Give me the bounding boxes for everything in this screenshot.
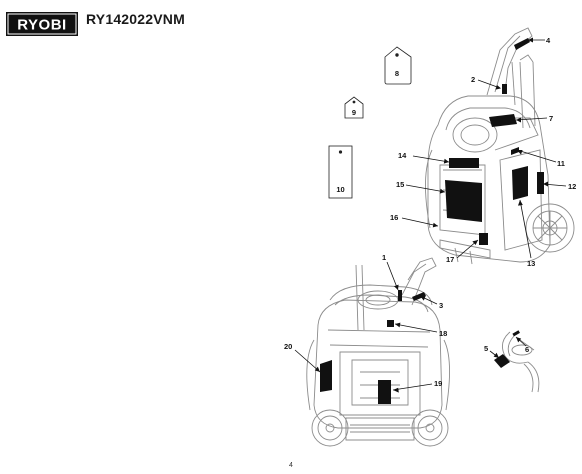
pressure-washer-upper (425, 27, 575, 265)
page-number: 4 (289, 462, 293, 469)
callout-1: 1 (382, 253, 386, 262)
label-patches-upper (445, 38, 544, 245)
callout-13: 13 (527, 259, 535, 268)
callout-20: 20 (284, 342, 292, 351)
callout-5: 5 (484, 344, 488, 353)
leader-lines (294, 39, 567, 391)
callout-14: 14 (398, 151, 407, 160)
callout-2: 2 (471, 75, 475, 84)
callout-15: 15 (396, 180, 404, 189)
callout-17: 17 (446, 255, 454, 264)
logo-text: RYOBI (17, 17, 66, 34)
arrowheads (314, 37, 548, 393)
callout-10: 10 (336, 185, 344, 194)
tag-9 (344, 96, 364, 119)
callout-12: 12 (568, 182, 576, 191)
ryobi-logo: RYOBI (6, 12, 78, 36)
callout-4: 4 (546, 36, 551, 45)
tag-10 (328, 145, 353, 199)
callout-18: 18 (439, 329, 447, 338)
tag-8 (384, 46, 412, 85)
label-patches-lower (320, 290, 426, 404)
callout-8: 8 (395, 69, 399, 78)
pressure-washer-lower (306, 257, 451, 447)
callout-19: 19 (434, 379, 442, 388)
model-number: RY142022VNM (86, 11, 185, 27)
callout-16: 16 (390, 213, 398, 222)
accessory-parts (501, 331, 540, 393)
callout-3: 3 (439, 301, 443, 310)
callout-9: 9 (352, 108, 356, 117)
accessory-patches (494, 330, 520, 368)
callout-7: 7 (549, 114, 553, 123)
callout-11: 11 (557, 159, 565, 168)
callout-6: 6 (525, 345, 529, 354)
